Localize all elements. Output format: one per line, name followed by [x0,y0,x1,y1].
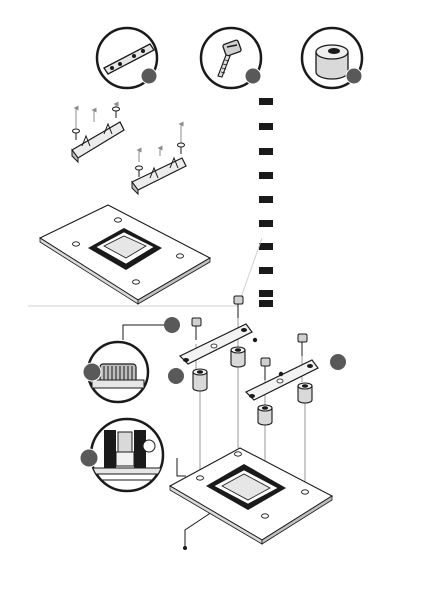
step-marker [259,172,273,179]
screw-icon [298,334,307,356]
thumbscrew-zoom-detail [83,342,148,402]
standoff-icon [258,405,272,425]
standoff-zoom-detail [80,419,166,491]
step-marker-list [259,98,273,307]
upper-motherboard [40,205,210,304]
standoff-icon [316,45,348,79]
bracket-nuts [253,338,283,376]
lower-screws [192,296,307,380]
upper-bracket-right [132,158,186,194]
callout-b [168,368,184,384]
pointer-dot [183,546,187,550]
step-marker [259,220,273,227]
step-marker [259,148,273,155]
step-marker [259,300,273,307]
screw-arrows-upper [76,104,181,162]
upper-bracket-left [72,122,124,162]
step-marker [259,243,273,250]
lower-motherboard [170,448,332,544]
screw-icon [234,296,243,318]
step-marker [259,267,273,274]
standoff-spacer-detail [302,28,362,88]
step-marker [259,290,273,297]
standoff-icon [193,369,207,391]
mounting-bracket-detail [97,28,157,88]
callout-c [330,354,346,370]
standoffs [193,347,312,425]
step-marker [259,98,273,105]
screw-icon [261,358,270,380]
screw-icon [192,318,201,340]
standoff-icon [298,383,312,403]
step-marker [259,196,273,203]
callout-a [164,317,180,333]
standoff-icon [231,347,245,367]
step-marker [259,123,273,130]
thumb-screw-detail [201,28,261,88]
